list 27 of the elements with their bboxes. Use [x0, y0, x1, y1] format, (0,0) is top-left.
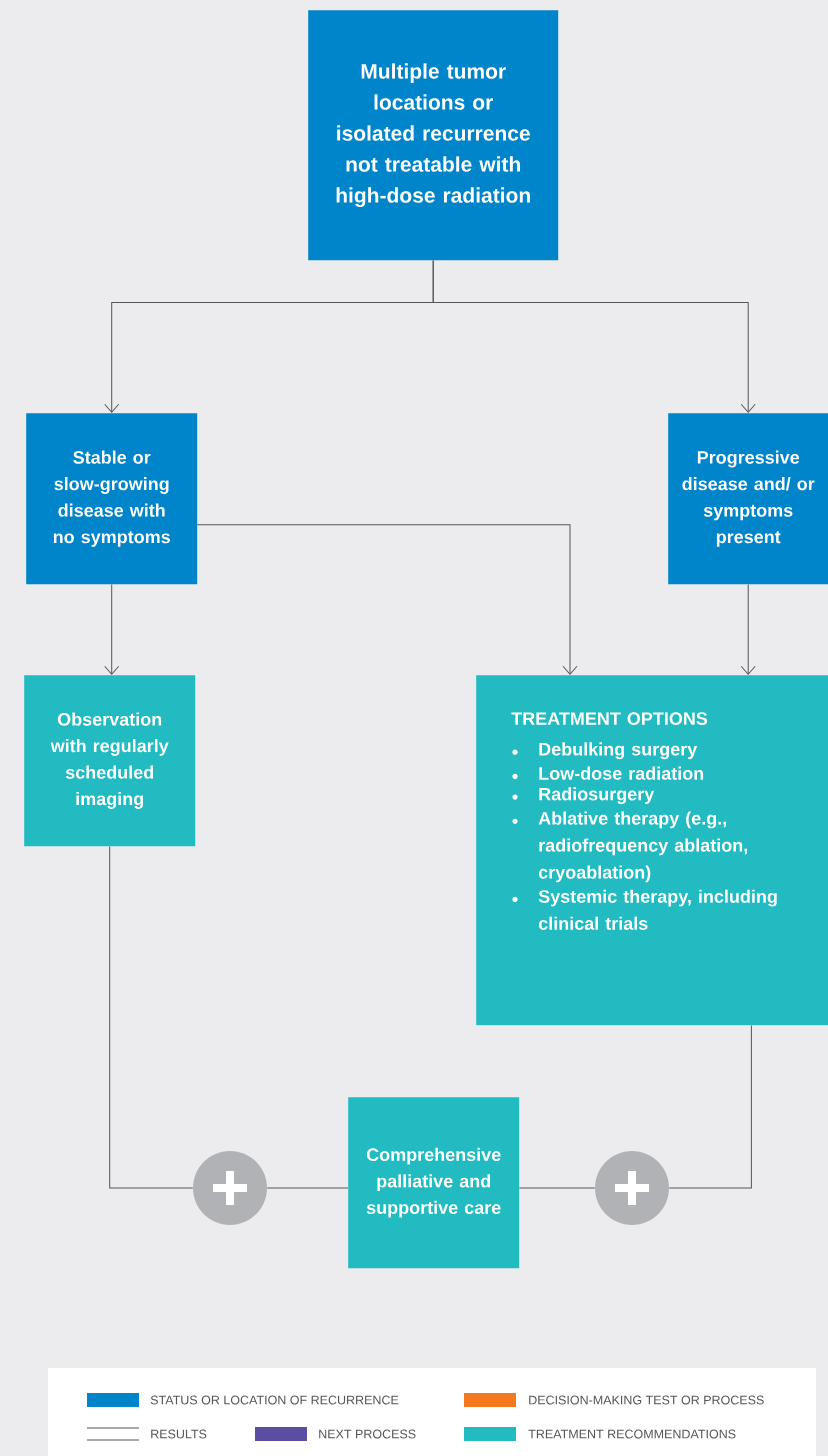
- legend-label: DECISION-MAKING TEST OR PROCESS: [529, 1395, 764, 1405]
- connector-line: [109, 845, 194, 1189]
- arrow: [740, 583, 756, 675]
- connector-line: [266, 1187, 349, 1189]
- arrow: [196, 524, 578, 675]
- legend-label: TREATMENT RECOMMENDATIONS: [528, 1429, 736, 1439]
- bullet-item: Radiosurgery: [539, 787, 655, 805]
- bullet-item: Systemic therapy, including clinical trials: [538, 889, 777, 930]
- status-box: Multiple tumor locations or isolated recurrence not treatable with high-dose radiation: [308, 10, 559, 261]
- connector-line: [668, 1024, 752, 1189]
- box-heading: TREATMENT OPTIONS: [511, 712, 708, 725]
- treatment-options-box: [476, 675, 828, 1026]
- treatment-box: Observation with regularly scheduled imaging: [24, 675, 196, 847]
- plus-circle: [193, 1151, 267, 1225]
- bullet-item: Low-dose radiation: [539, 766, 704, 780]
- bullet-item: Ablative therapy (e.g., radiofrequency ablation, cryoablation): [538, 811, 748, 883]
- legend-label: NEXT PROCESS: [319, 1429, 416, 1439]
- plus-circle: [595, 1151, 669, 1225]
- arrow: [432, 259, 756, 413]
- bullet-item: Debulking surgery: [539, 742, 698, 760]
- arrow: [104, 583, 120, 675]
- treatment-box: Comprehensive palliative and supportive care: [348, 1097, 520, 1269]
- legend-label: RESULTS: [151, 1429, 207, 1439]
- connector-line: [518, 1187, 596, 1189]
- status-box: Progressive disease and/ or symptoms present: [668, 413, 828, 585]
- status-box: Stable or slow-growing disease with no symptoms: [26, 413, 198, 585]
- legend-label: STATUS OR LOCATION OF RECURRENCE: [150, 1395, 399, 1405]
